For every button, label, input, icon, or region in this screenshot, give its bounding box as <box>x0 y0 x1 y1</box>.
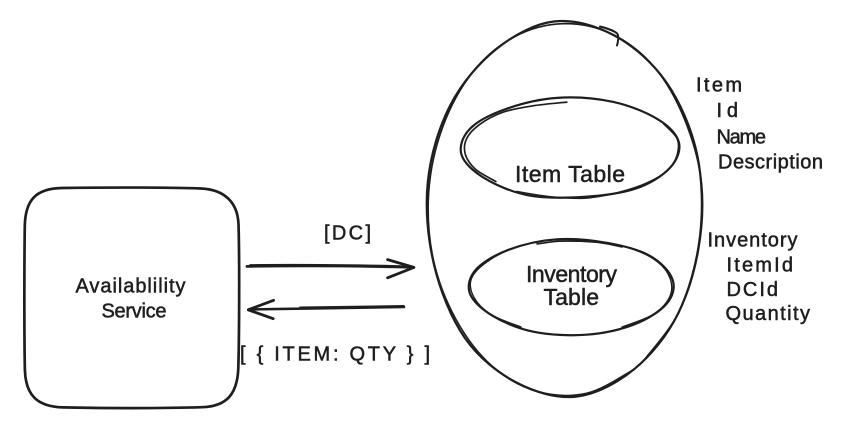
svg-text:Inventory: Inventory <box>526 261 618 287</box>
svg-text:DCId: DCId <box>727 279 779 301</box>
svg-text:Item: Item <box>696 75 742 97</box>
svg-text:Quantity: Quantity <box>726 303 811 325</box>
svg-text:Service: Service <box>102 301 167 323</box>
svg-text:ItemId: ItemId <box>727 254 794 276</box>
svg-text:Inventory: Inventory <box>708 230 798 252</box>
svg-text:Name: Name <box>717 127 767 149</box>
svg-text:Item Table: Item Table <box>515 161 625 187</box>
svg-text:[DC]: [DC] <box>324 223 371 245</box>
svg-text:Description: Description <box>718 152 823 174</box>
svg-text:Availablility: Availablility <box>76 276 186 298</box>
svg-text:[ { ITEM: QTY } ]: [ { ITEM: QTY } ] <box>240 344 430 366</box>
svg-text:Id: Id <box>717 100 739 122</box>
svg-text:Table: Table <box>544 284 600 310</box>
